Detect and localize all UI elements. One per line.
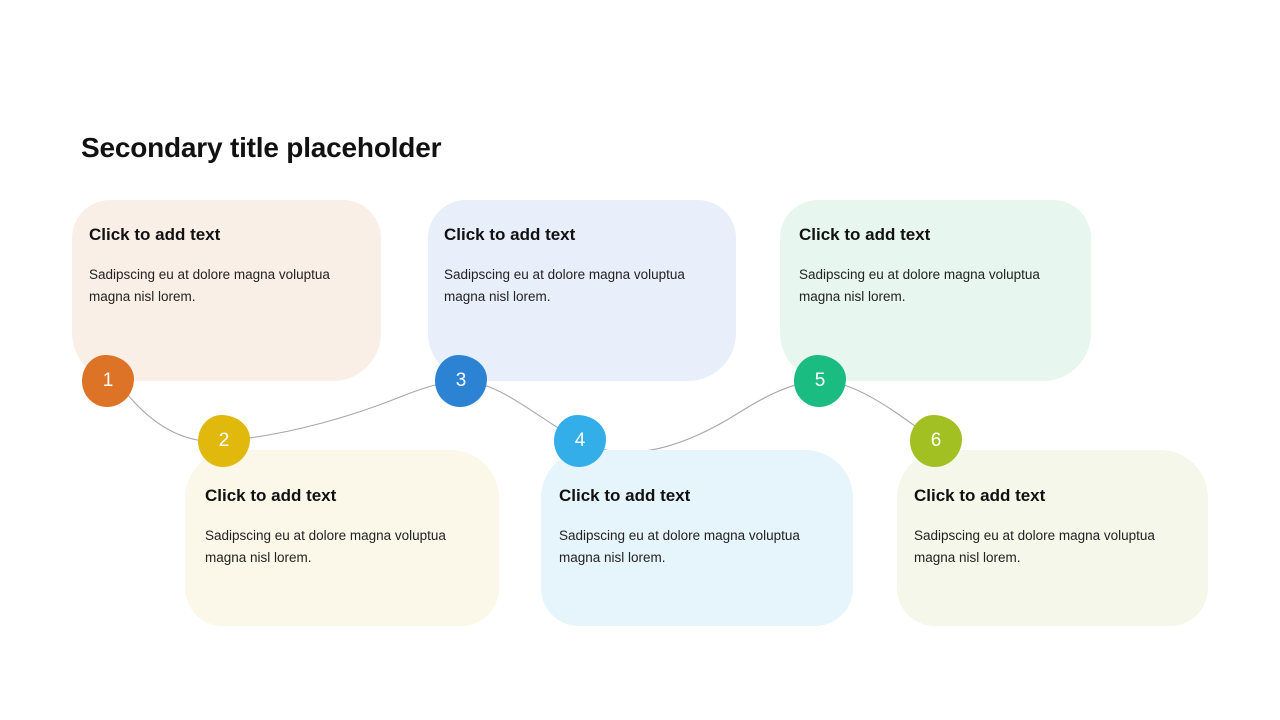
card-body-text[interactable]: Sadipscing eu at dolore magna voluptua m… (89, 267, 330, 304)
card-heading[interactable]: Click to add text (559, 486, 691, 505)
card-heading[interactable]: Click to add text (444, 225, 576, 244)
card-body-text[interactable]: Sadipscing eu at dolore magna voluptua m… (205, 528, 446, 565)
card-body-text[interactable]: Sadipscing eu at dolore magna voluptua m… (799, 267, 1040, 304)
step-badge-1[interactable]: 1 (82, 355, 134, 407)
page-title[interactable]: Secondary title placeholder (81, 132, 442, 163)
card-body-text[interactable]: Sadipscing eu at dolore magna voluptua m… (559, 528, 800, 565)
step-card-6[interactable]: Click to add text Sadipscing eu at dolor… (897, 450, 1208, 626)
step-badge-2[interactable]: 2 (198, 415, 250, 467)
step-card-4[interactable]: Click to add text Sadipscing eu at dolor… (541, 450, 853, 626)
step-badge-3[interactable]: 3 (435, 355, 487, 407)
step-card-3[interactable]: Click to add text Sadipscing eu at dolor… (428, 200, 736, 381)
card-heading[interactable]: Click to add text (799, 225, 931, 244)
step-card-1[interactable]: Click to add text Sadipscing eu at dolor… (72, 200, 381, 381)
card-heading[interactable]: Click to add text (205, 486, 337, 505)
card-body-text[interactable]: Sadipscing eu at dolore magna voluptua m… (444, 267, 685, 304)
step-badge-4[interactable]: 4 (554, 415, 606, 467)
step-badge-6[interactable]: 6 (910, 415, 962, 467)
step-card-5[interactable]: Click to add text Sadipscing eu at dolor… (780, 200, 1091, 381)
step-badge-5[interactable]: 5 (794, 355, 846, 407)
card-body-text[interactable]: Sadipscing eu at dolore magna voluptua m… (914, 528, 1155, 565)
card-heading[interactable]: Click to add text (89, 225, 221, 244)
card-heading[interactable]: Click to add text (914, 486, 1046, 505)
step-card-2[interactable]: Click to add text Sadipscing eu at dolor… (185, 450, 499, 626)
